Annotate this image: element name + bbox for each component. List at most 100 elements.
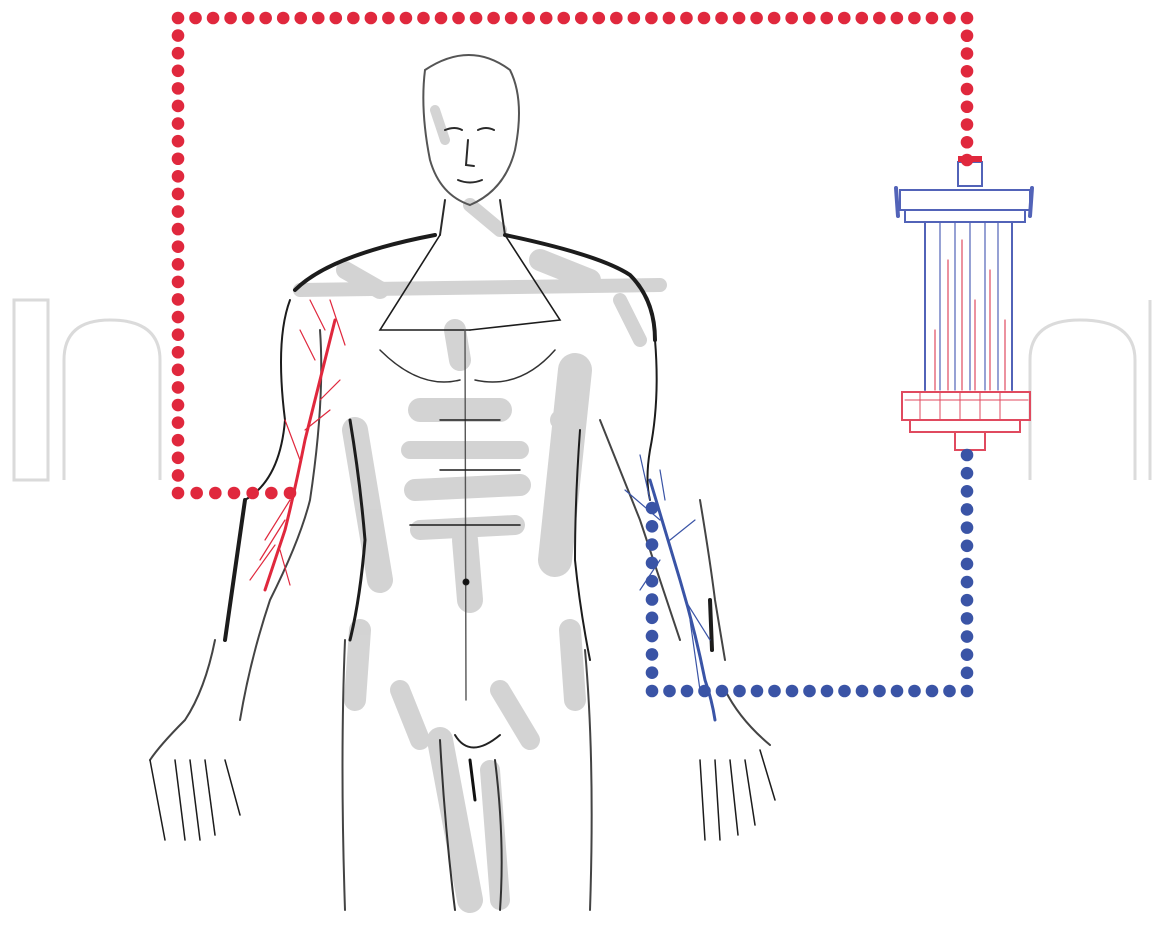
arterial-line-dot [961, 12, 974, 25]
arterial-line-dot [961, 83, 974, 96]
arterial-line-dot [908, 12, 921, 25]
venous-line-dot [961, 685, 974, 698]
arterial-line-dot [172, 364, 185, 377]
arterial-line-dot [172, 487, 185, 500]
arterial-line-dot [172, 170, 185, 183]
arterial-line-dot [172, 188, 185, 201]
venous-line-dot [768, 685, 781, 698]
arterial-line-dot [172, 29, 185, 42]
venous-line-dot [646, 593, 659, 606]
arterial-line-dot [172, 416, 185, 429]
venous-line-dot [961, 503, 974, 516]
arterial-line-dot [820, 12, 833, 25]
arterial-line-dot [172, 205, 185, 218]
arterial-line-dot [172, 100, 185, 113]
arterial-line-dot [172, 135, 185, 148]
venous-line-dot [873, 685, 886, 698]
venous-line-dot [646, 502, 659, 515]
arterial-line-dot [228, 487, 241, 500]
arterial-line-dot [961, 154, 974, 167]
arterial-line-dot [435, 12, 448, 25]
arterial-line-dot [242, 12, 255, 25]
venous-line-dot [646, 630, 659, 643]
arterial-line-dot [943, 12, 956, 25]
venous-line-dot [961, 485, 974, 498]
venous-line-dot [646, 575, 659, 588]
arterial-line-dot [224, 12, 237, 25]
arterial-line-dot [838, 12, 851, 25]
arterial-line-dot [768, 12, 781, 25]
venous-line-dot [821, 685, 834, 698]
arterial-line-dot [593, 12, 606, 25]
arterial-line-dot [961, 29, 974, 42]
venous-line-dot [961, 630, 974, 643]
venous-line-dot [961, 558, 974, 571]
arterial-line-dot [172, 452, 185, 465]
venous-line-dot [926, 685, 939, 698]
arterial-line-dot [259, 12, 272, 25]
venous-line-dot [961, 612, 974, 625]
arterial-line-dot [400, 12, 413, 25]
arterial-line-dot [961, 47, 974, 60]
venous-line-dot [646, 538, 659, 551]
human-body [150, 55, 775, 910]
arterial-line-dot [209, 487, 222, 500]
venous-line-dot [646, 612, 659, 625]
arterial-line-dot [172, 258, 185, 271]
arm-veins [625, 455, 715, 720]
arterial-line-dot [610, 12, 623, 25]
arterial-line-dot [382, 12, 395, 25]
arterial-line-dot [172, 47, 185, 60]
arterial-line-dot [926, 12, 939, 25]
arterial-line-dot [557, 12, 570, 25]
arterial-line-dot [172, 328, 185, 341]
arterial-line-dot [172, 152, 185, 165]
arterial-line-dot [189, 12, 202, 25]
arterial-line-dot [172, 223, 185, 236]
venous-line-dot [681, 685, 694, 698]
arterial-line-dot [246, 487, 259, 500]
arterial-line-dot [172, 311, 185, 324]
venous-line-dot [961, 576, 974, 589]
arterial-line-dot [330, 12, 343, 25]
arterial-line-dot [265, 487, 278, 500]
arterial-line-dot [961, 100, 974, 113]
venous-line-dot [716, 685, 729, 698]
arterial-line-dot [365, 12, 378, 25]
arterial-line-dot [856, 12, 869, 25]
arterial-line-dot [663, 12, 676, 25]
arterial-line-dot [172, 381, 185, 394]
arterial-line-dot [733, 12, 746, 25]
arterial-line-dot [715, 12, 728, 25]
venous-line-dot [943, 685, 956, 698]
venous-line-dot [646, 648, 659, 661]
arterial-line-dot [172, 64, 185, 77]
arterial-line-dot [172, 346, 185, 359]
arterial-line-dot [207, 12, 220, 25]
arterial-line-dot [172, 12, 185, 25]
arterial-line-dot [172, 434, 185, 447]
venous-line-dot [646, 666, 659, 679]
arterial-line-dot [645, 12, 658, 25]
venous-line-dot [733, 685, 746, 698]
venous-line-dot [786, 685, 799, 698]
arterial-line-dot [680, 12, 693, 25]
venous-line-dot [663, 685, 676, 698]
arterial-line-dot [470, 12, 483, 25]
arterial-line-dot [575, 12, 588, 25]
arterial-line-dot [172, 276, 185, 289]
venous-line-dot [646, 685, 659, 698]
arterial-line-dot [522, 12, 535, 25]
arterial-line-dot [803, 12, 816, 25]
arterial-line-dot [172, 293, 185, 306]
arterial-line-dot [417, 12, 430, 25]
venous-line-dot [961, 449, 974, 462]
venous-line-dot [961, 521, 974, 534]
arterial-line-dot [750, 12, 763, 25]
arterial-line-dot [540, 12, 553, 25]
arterial-line-dot [961, 136, 974, 149]
dialyzer [896, 156, 1032, 450]
arm-arteries [250, 300, 345, 590]
